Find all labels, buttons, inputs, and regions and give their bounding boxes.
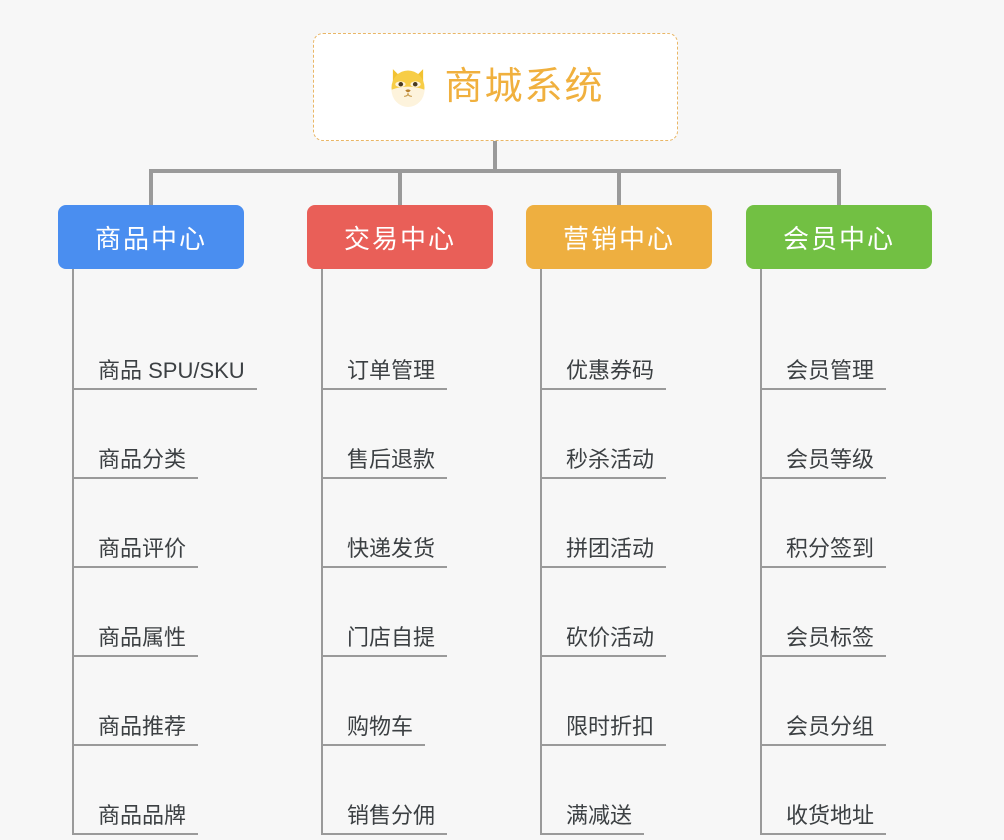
category-column-3: 营销中心 优惠券码 秒杀活动 拼团活动 砍价活动 限时折扣 (526, 205, 712, 835)
leaf-label: 商品 SPU/SKU (98, 357, 245, 383)
leaf-label: 会员标签 (786, 624, 875, 650)
leaf-list-3: 优惠券码 秒杀活动 拼团活动 砍价活动 限时折扣 满减送 (540, 269, 712, 835)
leaf-underline (542, 388, 666, 390)
category-header-1-label: 商品中心 (94, 223, 207, 254)
leaf-underline (323, 477, 447, 479)
leaf-item[interactable]: 商品评价 (74, 479, 244, 568)
leaf-underline (762, 744, 886, 746)
leaf-item[interactable]: 商品推荐 (74, 657, 244, 746)
leaf-item[interactable]: 砍价活动 (542, 568, 712, 657)
leaf-underline (762, 566, 886, 568)
connector-root-stem (493, 141, 497, 171)
root-title: 商城系统 (444, 66, 605, 108)
leaf-underline (762, 655, 886, 657)
category-column-1: 商品中心 商品 SPU/SKU 商品分类 商品评价 商品属性 商品推荐 (58, 205, 257, 835)
leaf-item[interactable]: 快递发货 (323, 479, 493, 568)
leaf-item[interactable]: 会员管理 (762, 301, 932, 390)
leaf-underline (74, 566, 198, 568)
leaf-label: 会员分组 (786, 713, 875, 739)
category-header-1[interactable]: 商品中心 (58, 205, 244, 269)
connector-bus (149, 169, 841, 173)
connector-drop-2 (398, 169, 402, 205)
leaf-underline (323, 655, 447, 657)
leaf-item[interactable]: 积分签到 (762, 479, 932, 568)
leaf-label: 订单管理 (347, 357, 436, 383)
leaf-underline (74, 477, 198, 479)
leaf-label: 商品品牌 (98, 802, 187, 828)
leaf-label: 限时折扣 (566, 713, 655, 739)
leaf-underline (74, 655, 198, 657)
leaf-underline (542, 477, 666, 479)
leaf-item[interactable]: 会员分组 (762, 657, 932, 746)
leaf-underline (74, 833, 198, 835)
leaf-item[interactable]: 拼团活动 (542, 479, 712, 568)
leaf-item[interactable]: 会员标签 (762, 568, 932, 657)
leaf-item[interactable]: 门店自提 (323, 568, 493, 657)
leaf-underline (323, 833, 447, 835)
leaf-item[interactable]: 商品品牌 (74, 746, 244, 835)
leaf-item[interactable]: 满减送 (542, 746, 712, 835)
leaf-item[interactable]: 会员等级 (762, 390, 932, 479)
leaf-underline (323, 744, 425, 746)
leaf-item[interactable]: 商品 SPU/SKU (74, 301, 257, 390)
leaf-list-1: 商品 SPU/SKU 商品分类 商品评价 商品属性 商品推荐 商品品牌 (72, 269, 257, 835)
leaf-list-2: 订单管理 售后退款 快递发货 门店自提 购物车 销售分佣 (321, 269, 493, 835)
leaf-label: 购物车 (347, 713, 414, 739)
leaf-item[interactable]: 收货地址 (762, 746, 932, 835)
leaf-list-4: 会员管理 会员等级 积分签到 会员标签 会员分组 收货地址 (760, 269, 932, 835)
leaf-underline (74, 388, 257, 390)
leaf-label: 商品分类 (98, 446, 187, 472)
leaf-item[interactable]: 限时折扣 (542, 657, 712, 746)
category-header-4[interactable]: 会员中心 (746, 205, 932, 269)
connector-drop-3 (617, 169, 621, 205)
leaf-item[interactable]: 售后退款 (323, 390, 493, 479)
connector-drop-1 (149, 169, 153, 205)
category-header-4-label: 会员中心 (782, 223, 895, 254)
category-column-4: 会员中心 会员管理 会员等级 积分签到 会员标签 会员分组 (746, 205, 932, 835)
leaf-label: 优惠券码 (566, 357, 655, 383)
leaf-item[interactable]: 商品分类 (74, 390, 244, 479)
leaf-label: 会员等级 (786, 446, 875, 472)
leaf-item[interactable]: 购物车 (323, 657, 493, 746)
leaf-label: 积分签到 (786, 535, 875, 561)
category-header-3[interactable]: 营销中心 (526, 205, 712, 269)
leaf-label: 秒杀活动 (566, 446, 655, 472)
shiba-dog-icon (391, 69, 425, 107)
category-header-3-label: 营销中心 (562, 223, 675, 254)
leaf-label: 收货地址 (786, 802, 875, 828)
leaf-item[interactable]: 秒杀活动 (542, 390, 712, 479)
leaf-item[interactable]: 订单管理 (323, 301, 493, 390)
category-header-2[interactable]: 交易中心 (307, 205, 493, 269)
category-column-2: 交易中心 订单管理 售后退款 快递发货 门店自提 购物车 (307, 205, 493, 835)
leaf-label: 门店自提 (347, 624, 436, 650)
leaf-underline (542, 566, 666, 568)
leaf-underline (74, 744, 198, 746)
leaf-underline (542, 744, 666, 746)
leaf-label: 商品推荐 (98, 713, 187, 739)
leaf-underline (762, 833, 886, 835)
leaf-underline (542, 833, 644, 835)
connector-drop-4 (837, 169, 841, 205)
leaf-label: 售后退款 (347, 446, 436, 472)
leaf-label: 销售分佣 (347, 802, 436, 828)
leaf-label: 拼团活动 (566, 535, 655, 561)
leaf-label: 商品属性 (98, 624, 187, 650)
leaf-label: 商品评价 (98, 535, 187, 561)
leaf-label: 砍价活动 (566, 624, 655, 650)
category-header-2-label: 交易中心 (343, 223, 456, 254)
leaf-item[interactable]: 优惠券码 (542, 301, 712, 390)
leaf-label: 快递发货 (347, 535, 436, 561)
leaf-underline (323, 388, 447, 390)
leaf-underline (542, 655, 666, 657)
leaf-item[interactable]: 销售分佣 (323, 746, 493, 835)
leaf-label: 满减送 (566, 802, 633, 828)
leaf-label: 会员管理 (786, 357, 875, 383)
root-node[interactable]: 商城系统 (313, 33, 678, 141)
leaf-underline (323, 566, 447, 568)
leaf-underline (762, 388, 886, 390)
leaf-underline (762, 477, 886, 479)
leaf-item[interactable]: 商品属性 (74, 568, 244, 657)
